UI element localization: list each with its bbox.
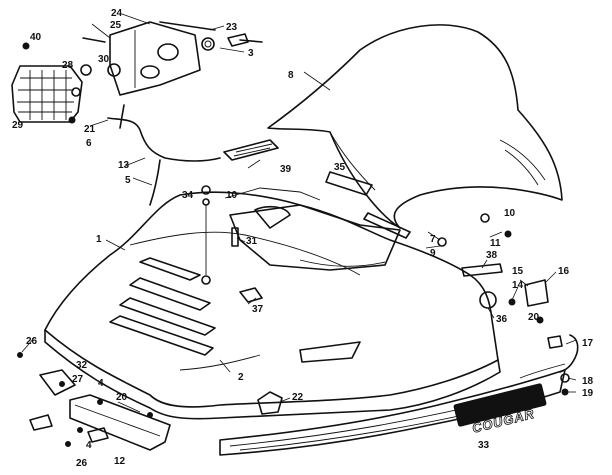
callout-1: 1 <box>96 234 102 245</box>
callout-4: 4 <box>86 440 92 451</box>
headlight <box>11 65 83 124</box>
callout-26: 26 <box>26 336 38 347</box>
callout-9: 9 <box>430 248 436 259</box>
callout-37: 37 <box>252 304 264 315</box>
callout-39: 39 <box>280 164 292 175</box>
callout-4: 4 <box>98 378 104 389</box>
callout-28: 28 <box>62 60 74 71</box>
headlight-hardware <box>22 21 263 77</box>
callout-36: 36 <box>496 314 508 325</box>
callout-18: 18 <box>582 376 594 387</box>
callout-25: 25 <box>110 20 122 31</box>
callout-40: 40 <box>30 32 42 43</box>
callouts: 24 25 23 40 3 28 30 8 29 21 6 13 39 5 35… <box>12 8 594 469</box>
callout-10: 10 <box>226 190 238 201</box>
callout-21: 21 <box>84 124 96 135</box>
right-hardware <box>363 212 579 396</box>
callout-15: 15 <box>512 266 524 277</box>
callout-24: 24 <box>111 8 123 19</box>
callout-17: 17 <box>582 338 594 349</box>
callout-5: 5 <box>125 175 131 186</box>
callout-27: 27 <box>72 374 84 385</box>
callout-35: 35 <box>334 162 346 173</box>
callout-7: 7 <box>430 234 436 245</box>
callout-19: 19 <box>582 388 594 399</box>
wiring-harness <box>107 104 221 206</box>
windshield <box>267 24 563 229</box>
callout-6: 6 <box>86 138 92 149</box>
callout-29: 29 <box>12 120 24 131</box>
callout-30: 30 <box>98 54 110 65</box>
callout-38: 38 <box>486 250 498 261</box>
callout-33: 33 <box>478 440 490 451</box>
small-decal <box>257 391 283 415</box>
callout-8: 8 <box>288 70 294 81</box>
callout-11: 11 <box>490 238 501 249</box>
callout-34: 34 <box>182 190 194 201</box>
hood-vents <box>109 257 361 371</box>
callout-16: 16 <box>558 266 570 277</box>
leader-lines <box>21 13 577 413</box>
front-bumper <box>29 369 171 451</box>
callout-3: 3 <box>248 48 254 59</box>
callout-26: 26 <box>76 458 88 469</box>
callout-23: 23 <box>226 22 238 33</box>
headlight-bracket <box>109 21 201 96</box>
callout-20: 20 <box>528 312 540 323</box>
callout-31: 31 <box>246 236 258 247</box>
hood <box>44 187 501 420</box>
callout-14: 14 <box>512 280 524 291</box>
callout-13: 13 <box>118 160 130 171</box>
callout-32: 32 <box>76 360 88 371</box>
callout-2: 2 <box>238 372 244 383</box>
callout-20: 20 <box>116 392 128 403</box>
decal <box>223 139 279 161</box>
callout-12: 12 <box>114 456 126 467</box>
callout-10: 10 <box>504 208 516 219</box>
side-skirt <box>219 363 566 456</box>
center-fasteners <box>201 171 373 303</box>
callout-22: 22 <box>292 392 304 403</box>
left-fasteners <box>17 352 153 447</box>
